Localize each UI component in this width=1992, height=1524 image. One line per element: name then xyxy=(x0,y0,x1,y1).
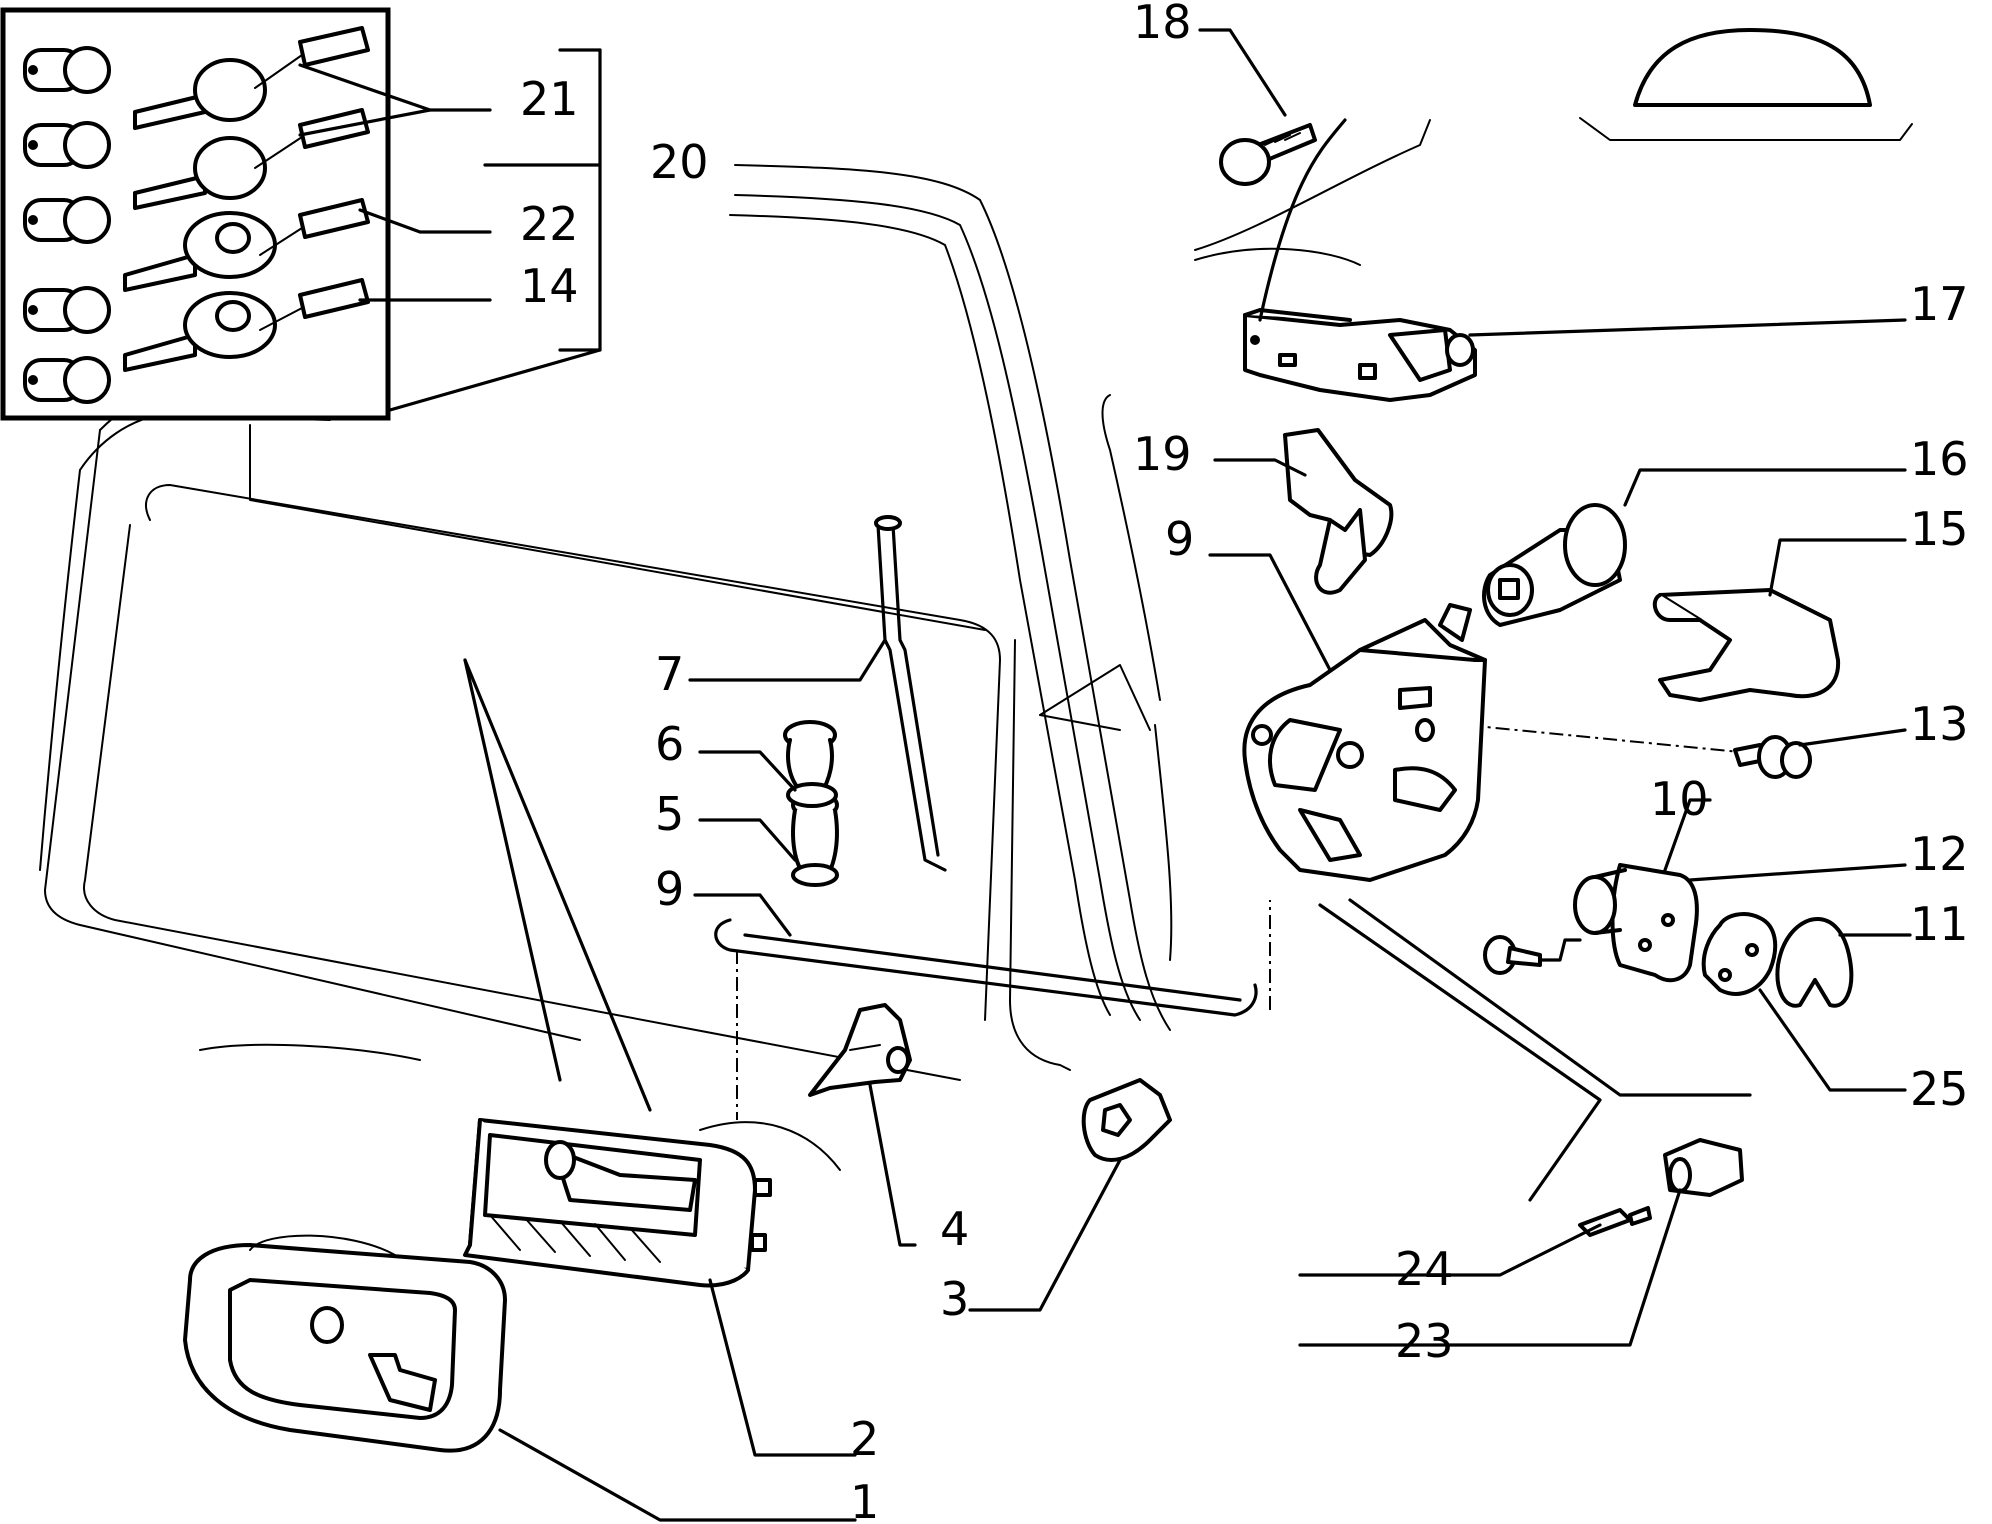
part-9-lock-body xyxy=(1242,603,1487,882)
callout-7: 7 xyxy=(655,647,684,701)
callout-13: 13 xyxy=(1910,697,1969,751)
part-23-connector xyxy=(1663,1138,1744,1197)
callout-4: 4 xyxy=(940,1202,969,1256)
part-17-latch xyxy=(1243,308,1477,402)
callout-3: 3 xyxy=(940,1272,969,1326)
part-3-clip xyxy=(1081,1078,1172,1162)
part-25-plate xyxy=(1701,912,1778,996)
leader-lines xyxy=(298,28,1912,1522)
callout-2: 2 xyxy=(850,1412,879,1466)
part-7-lock-rod xyxy=(874,515,947,872)
callout-16: 16 xyxy=(1910,432,1969,486)
part-6-bushing xyxy=(783,720,838,808)
callout-11: 11 xyxy=(1910,897,1969,951)
key-set-inset xyxy=(0,7,391,421)
key-icons xyxy=(123,58,277,372)
callout-12: 12 xyxy=(1910,827,1969,881)
callout-25: 25 xyxy=(1910,1062,1969,1116)
callout-18: 18 xyxy=(1133,0,1192,49)
part-11-spring-clip xyxy=(1775,917,1854,1008)
callout-24: 24 xyxy=(1395,1242,1454,1296)
callout-10: 10 xyxy=(1650,772,1709,826)
part-12-striker-plate xyxy=(1573,863,1699,983)
door-outline xyxy=(39,28,1913,1171)
part-15-clip xyxy=(1652,588,1841,702)
callout-21: 21 xyxy=(520,72,579,126)
callout-19: 19 xyxy=(1133,427,1192,481)
part-18-screw xyxy=(1219,123,1317,186)
part-19-bracket xyxy=(1283,428,1394,595)
part-2-inner-handle xyxy=(463,1118,772,1288)
part-9-release-rod xyxy=(714,918,1258,1017)
callout-20: 20 xyxy=(650,135,709,189)
callout-9-rod: 9 xyxy=(655,862,684,916)
callout-15: 15 xyxy=(1910,502,1969,556)
callout-22: 22 xyxy=(520,197,579,251)
callout-labels: 18 17 19 9 16 15 13 10 12 11 25 24 23 21… xyxy=(520,0,1969,1524)
part-1-handle-bezel xyxy=(183,1234,507,1453)
part-16-lock-cylinder xyxy=(1482,503,1627,627)
callout-5: 5 xyxy=(655,787,684,841)
part-10-screw xyxy=(1483,935,1542,975)
callout-1: 1 xyxy=(850,1475,879,1524)
part-4-rod-guide xyxy=(808,1003,912,1097)
callout-23: 23 xyxy=(1395,1314,1454,1368)
part-13-bolt xyxy=(1733,735,1812,779)
callout-6: 6 xyxy=(655,717,684,771)
callout-17: 17 xyxy=(1910,277,1969,331)
callout-14: 14 xyxy=(520,259,579,313)
callout-9-lock: 9 xyxy=(1165,512,1194,566)
lock-cylinder-icons xyxy=(23,46,111,404)
door-window-lines xyxy=(463,658,652,1112)
